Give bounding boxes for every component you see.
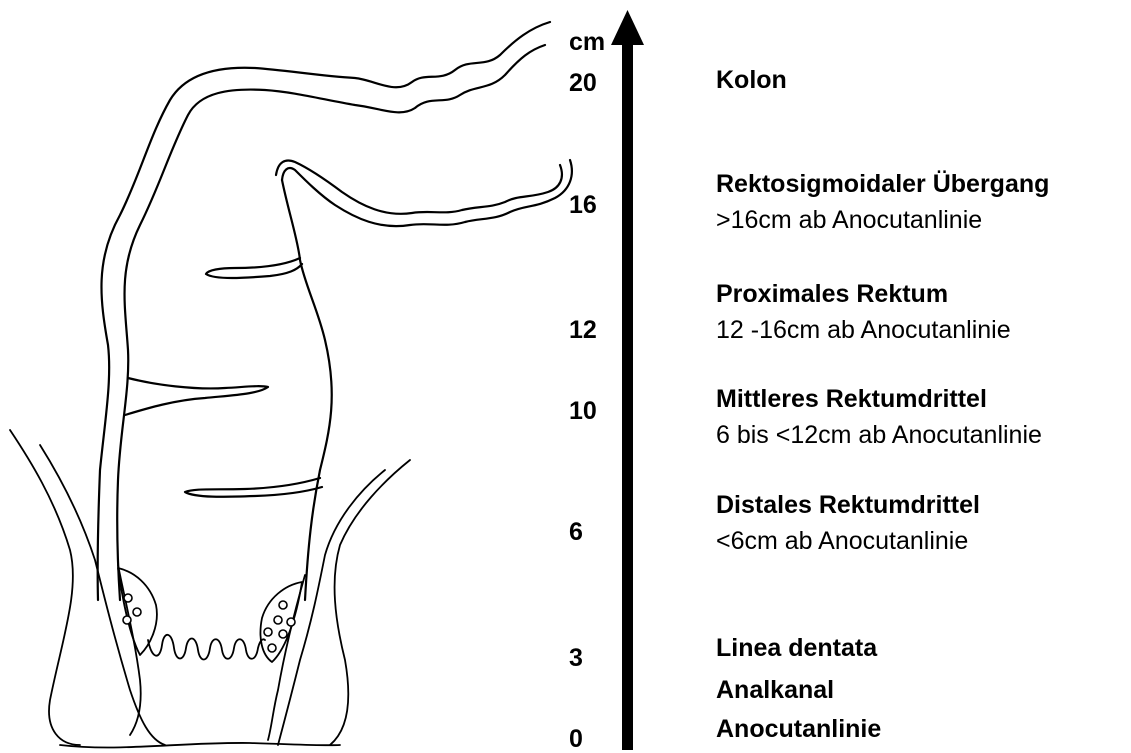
cushion-dot bbox=[124, 594, 132, 602]
scale-tick-6: 6 bbox=[569, 520, 583, 545]
upper-rectal-fold bbox=[206, 258, 302, 278]
region-title-mittleres-rektumdrittel: Mittleres Rektumdrittel bbox=[716, 387, 987, 412]
scale-tick-20: 20 bbox=[569, 71, 597, 96]
cushion-dot bbox=[279, 601, 287, 609]
left-levator-inner bbox=[40, 445, 165, 745]
rectum-right-wall bbox=[282, 180, 332, 600]
region-detail-mittleres-rektumdrittel: 6 bis <12cm ab Anocutanlinie bbox=[716, 423, 1042, 448]
region-detail-distales-rektumdrittel: <6cm ab Anocutanlinie bbox=[716, 529, 968, 554]
right-levator-outer bbox=[330, 460, 410, 745]
region-title-kolon: Kolon bbox=[716, 68, 787, 93]
sigmoid-lower-wall bbox=[282, 160, 572, 226]
region-title-proximales-rektum: Proximales Rektum bbox=[716, 282, 948, 307]
scale-arrow-shaft bbox=[622, 40, 633, 750]
right-levator-inner bbox=[278, 470, 385, 745]
left-levator-outer bbox=[10, 430, 80, 745]
middle-rectal-fold bbox=[125, 378, 268, 415]
lower-rectal-fold bbox=[185, 478, 322, 497]
rectum-inner-left-wall bbox=[117, 45, 545, 600]
region-title-anocutanlinie: Anocutanlinie bbox=[716, 717, 881, 742]
cushion-dot bbox=[133, 608, 141, 616]
cushion-dot bbox=[264, 628, 272, 636]
anal-verge-base bbox=[60, 743, 340, 748]
cushion-dot bbox=[123, 616, 131, 624]
dentate-line bbox=[148, 635, 265, 660]
scale-arrow-head bbox=[611, 10, 644, 45]
region-title-analkanal: Analkanal bbox=[716, 678, 834, 703]
region-detail-proximales-rektum: 12 -16cm ab Anocutanlinie bbox=[716, 318, 1011, 343]
region-detail-rektosigmoid: >16cm ab Anocutanlinie bbox=[716, 208, 982, 233]
cushion-dot bbox=[274, 616, 282, 624]
cushion-dot bbox=[268, 644, 276, 652]
region-title-distales-rektumdrittel: Distales Rektumdrittel bbox=[716, 493, 980, 518]
scale-tick-0: 0 bbox=[569, 727, 583, 752]
scale-tick-3: 3 bbox=[569, 646, 583, 671]
cushion-dot bbox=[287, 618, 295, 626]
sigmoid-lower-wall-inner bbox=[276, 161, 562, 214]
scale-tick-10: 10 bbox=[569, 399, 597, 424]
rectum-outer-wall bbox=[98, 22, 550, 600]
scale-tick-16: 16 bbox=[569, 193, 597, 218]
region-title-rektosigmoid: Rektosigmoidaler Übergang bbox=[716, 172, 1049, 197]
scale-tick-12: 12 bbox=[569, 318, 597, 343]
scale-unit-label: cm bbox=[569, 30, 605, 55]
cushion-dot bbox=[279, 630, 287, 638]
region-title-linea-dentata: Linea dentata bbox=[716, 636, 877, 661]
